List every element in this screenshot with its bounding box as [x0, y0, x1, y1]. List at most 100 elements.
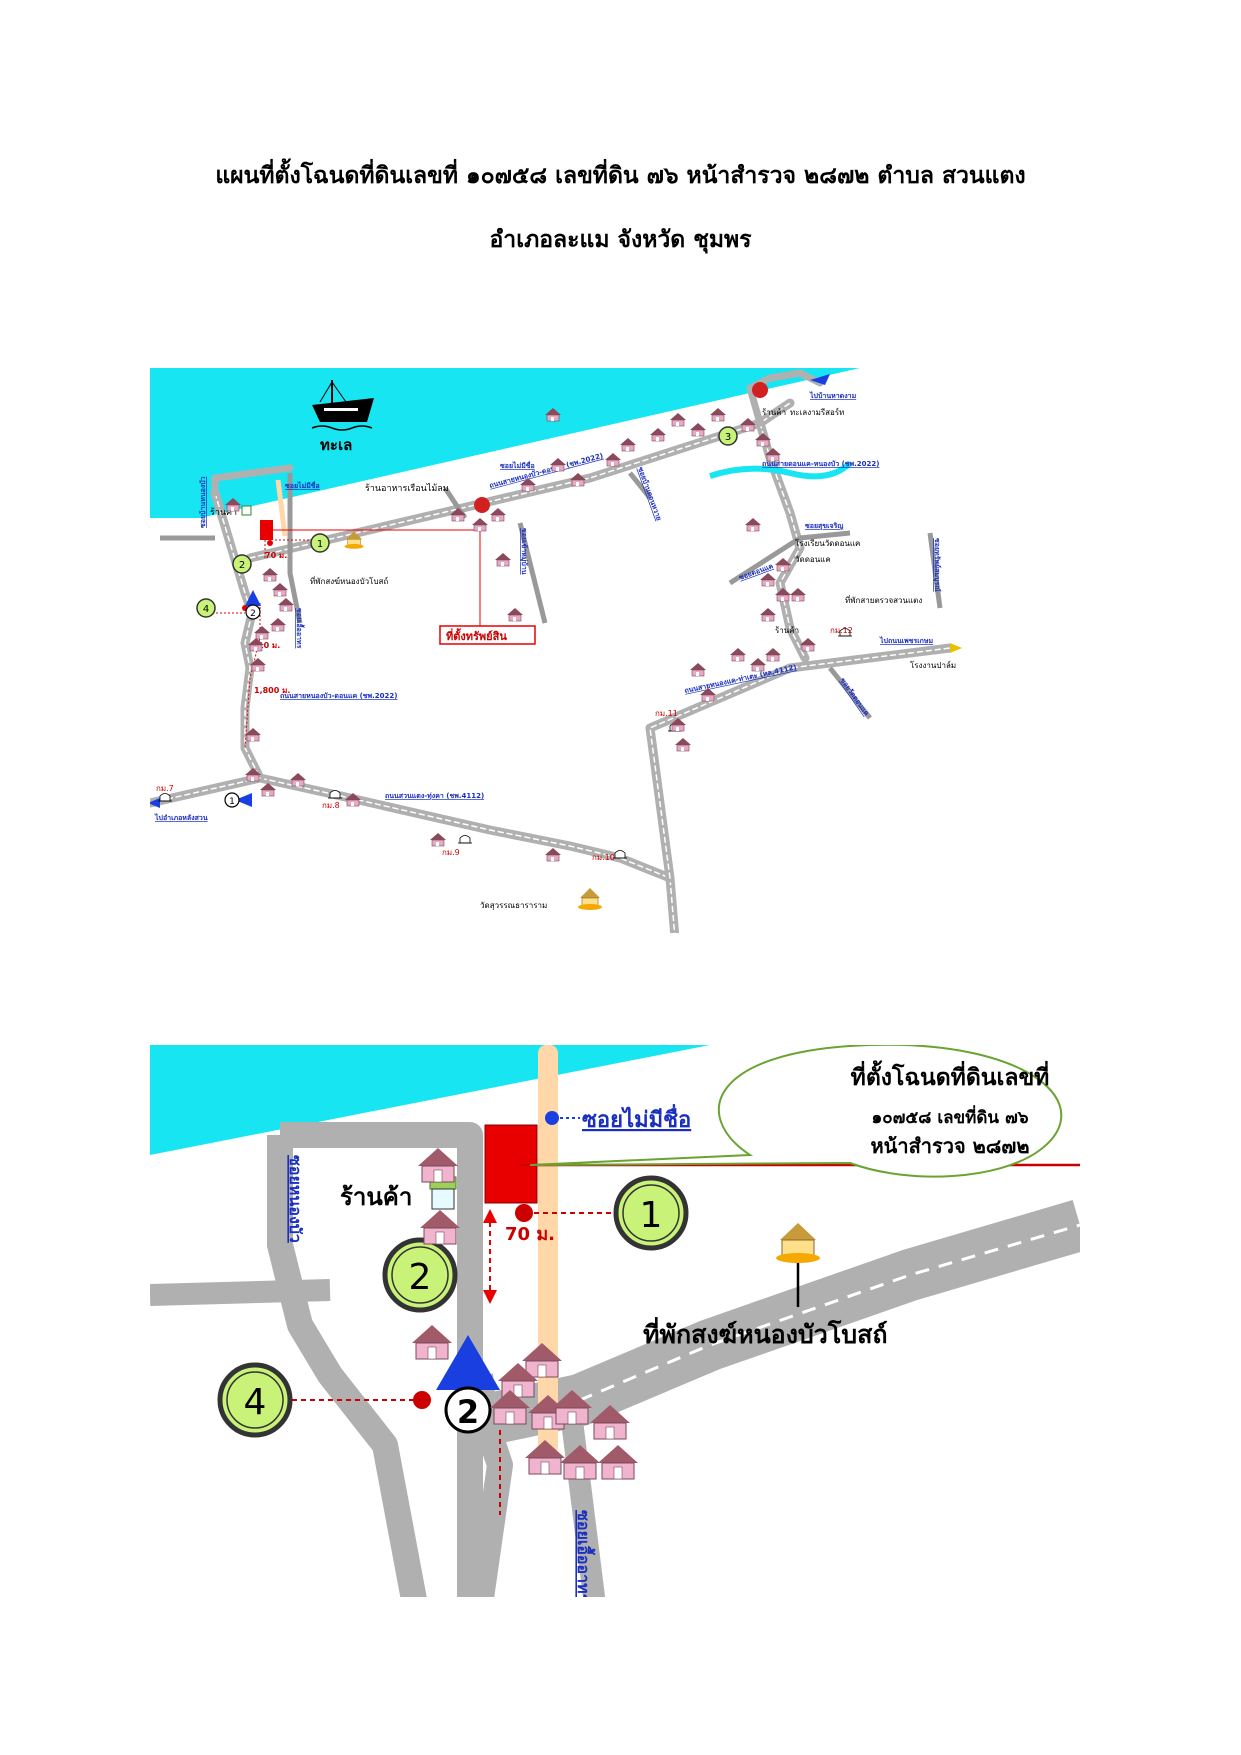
start-marker-2: 2 [436, 1335, 500, 1434]
unnamed-lane [538, 1045, 558, 1455]
shop-label-3: ร้านค้า [775, 626, 799, 635]
sea-label: ทะเล [320, 436, 352, 454]
road-vertical-left-label: ซอยหนองบัว [286, 1155, 305, 1243]
svg-text:1: 1 [229, 797, 235, 807]
point-1-dot [515, 1204, 533, 1222]
svg-text:2: 2 [457, 1393, 479, 1431]
svg-text:กม.7: กม.7 [156, 784, 174, 793]
svg-text:กม.10: กม.10 [592, 853, 615, 862]
svg-text:กม.11: กม.11 [655, 709, 678, 718]
restaurant-icon [474, 497, 490, 513]
document-title-line-1: แผนที่ตั้งโฉนดที่ดินเลขที่ ๑๐๗๕๘ เลขที่ด… [215, 163, 1026, 189]
callout-line-1: ที่ตั้งโฉนดที่ดินเลขที่ [851, 1060, 1050, 1091]
unnamed-lane [275, 479, 288, 537]
circle-2: 2 [232, 554, 252, 574]
circle-3: 3 [718, 426, 738, 446]
side-roads [160, 471, 943, 720]
river [709, 460, 853, 480]
svg-text:กม.9: กม.9 [442, 848, 460, 857]
km-11: กม.11 [655, 709, 683, 732]
circle-1: 1 [310, 533, 330, 553]
start-marker-1: 1 [224, 792, 252, 808]
svg-text:1: 1 [317, 539, 323, 550]
svg-text:กม.12: กม.12 [830, 626, 853, 635]
start-marker-2: 2 [245, 590, 261, 620]
to-lang-suan-label: ไปอำเภอหลังสวน [154, 813, 208, 822]
shop-label-1: ร้านค้า [210, 507, 237, 518]
police-label: ที่พักสายตรวจสวนแตง [845, 594, 922, 605]
to-lang-suan-arrow [150, 798, 160, 808]
property-location-box [439, 625, 536, 645]
property-marker [260, 520, 273, 540]
km-9: กม.9 [442, 835, 473, 857]
callout-line-3: หน้าสำรวจ ๒๘๗๒ [870, 1134, 1029, 1158]
soi-label-8: ซอยวัดดอนแค [838, 677, 870, 718]
svg-text:3: 3 [725, 432, 731, 443]
road-vertical-right-label: ซอยเอื้ออาทร [574, 1510, 596, 1597]
unnamed-soi-2-label: ซอยไม่มีชื่อ [500, 460, 535, 470]
road-nongbua-label: ถนนสายหนองบัว-ดอนแค (ชพ.2022) [280, 692, 398, 700]
soi-label: ซอยไม่มีชื่อ [582, 1103, 691, 1133]
shop-label-2: ร้านค้า [762, 408, 786, 417]
ship-icon [311, 380, 374, 431]
overview-map: ทะเล ที่ตั้งทรัพย์สิน [150, 368, 970, 933]
point-4-dot [413, 1391, 431, 1409]
unnamed-soi-label: ซอยไม่มีชื่อ [285, 480, 320, 490]
monk-residence-label: ที่พักสงฆ์หนองบัวโบสถ์ [310, 575, 388, 586]
distance-arrow [483, 1209, 497, 1304]
document-title-line-2: อำเภอละแม จังหวัด ชุมพร [489, 227, 752, 253]
km-7: กม.7 [156, 784, 174, 802]
svg-text:2: 2 [239, 560, 245, 571]
to-highway-label: ไปถนนเพชรเกษม [879, 636, 934, 645]
detail-map-canvas: ที่ตั้งโฉนดที่ดินเลขที่ ๑๐๗๕๘ เลขที่ดิน … [150, 1045, 1080, 1597]
svg-text:4: 4 [203, 604, 209, 615]
distance-label: 70 ม. [505, 1224, 555, 1245]
temple-bottom-icon [577, 887, 603, 911]
distance-10-label: 10 ม. [258, 641, 280, 650]
circle-4: 4 [217, 1362, 293, 1438]
soi-label-4: ซอยบ้านดอนหวาย [636, 466, 664, 522]
circle-2: 2 [382, 1237, 458, 1313]
point-1-dot [267, 540, 273, 546]
school-label: โรงเรียนวัดดอนแค [795, 538, 860, 548]
svg-text:1: 1 [640, 1195, 663, 1236]
road-donkae-label: ถนนสายดอนแค-หนองบัว (ชพ.2022) [762, 460, 880, 468]
property-location-label: ที่ตั้งทรัพย์สิน [446, 628, 507, 643]
callout-line-2: ๑๐๗๕๘ เลขที่ดิน ๗๖ [871, 1105, 1028, 1128]
svg-text:กม.8: กม.8 [322, 801, 340, 810]
monk-residence-label: ที่พักสงฆ์หนองบัวโบสถ์ [643, 1317, 888, 1349]
soi-label-3: ซอยเข้าหมู่บ้าน [519, 528, 529, 575]
km-12: กม.12 [830, 626, 853, 637]
to-highway-arrow [950, 643, 962, 653]
shop-icon [241, 505, 252, 516]
svg-text:4: 4 [244, 1382, 267, 1423]
circle-4: 4 [196, 598, 216, 618]
distance-70-label: 70 ม. [265, 551, 287, 560]
km-8: กม.8 [322, 790, 343, 810]
distance-1800-label: 1,800 ม. [254, 686, 290, 695]
svg-text:2: 2 [409, 1257, 432, 1298]
resort-icon [752, 382, 768, 398]
callout-bubble [529, 1045, 1063, 1178]
road-lower-label: ถนนสวนแตง-ทุ่งคา (ชพ.4112) [385, 792, 484, 800]
palm-factory-label: โรงงานปาล์ม [910, 660, 956, 670]
circle-1: 1 [613, 1175, 689, 1251]
temple-bottom-label: วัดสุวรรณธาราราม [480, 901, 547, 910]
soi-label-6: ซอยสุขเจริญ [805, 522, 843, 530]
to-tha-song-label: ไปบ้านหาดงาม [809, 391, 857, 400]
detail-map: ที่ตั้งโฉนดที่ดินเลขที่ ๑๐๗๕๘ เลขที่ดิน … [150, 1045, 1080, 1597]
soi-label-1: ซอยบ้านหนองบัว [198, 476, 207, 528]
shop-label: ร้านค้า [340, 1183, 412, 1211]
distance-guides [212, 539, 310, 749]
resort-label: ทะเลงามรีสอร์ท [790, 407, 844, 417]
svg-text:2: 2 [250, 609, 256, 619]
restaurant-label: ร้านอาหารเรือนไม้ลม [365, 483, 449, 494]
temple-donkae-label: วัดดอนแค [795, 555, 831, 564]
soi-dot [545, 1111, 559, 1125]
overview-map-canvas: ทะเล ที่ตั้งทรัพย์สิน [150, 368, 962, 933]
soi-label-7: ซอยทรัพย์สมบูรณ์ [932, 538, 942, 592]
km-10: กม.10 [592, 850, 628, 862]
monk-residence-icon [776, 1223, 820, 1263]
soi-label-2: ซอยเอื้ออาทร [295, 608, 306, 649]
to-tha-song-arrow [810, 374, 830, 385]
